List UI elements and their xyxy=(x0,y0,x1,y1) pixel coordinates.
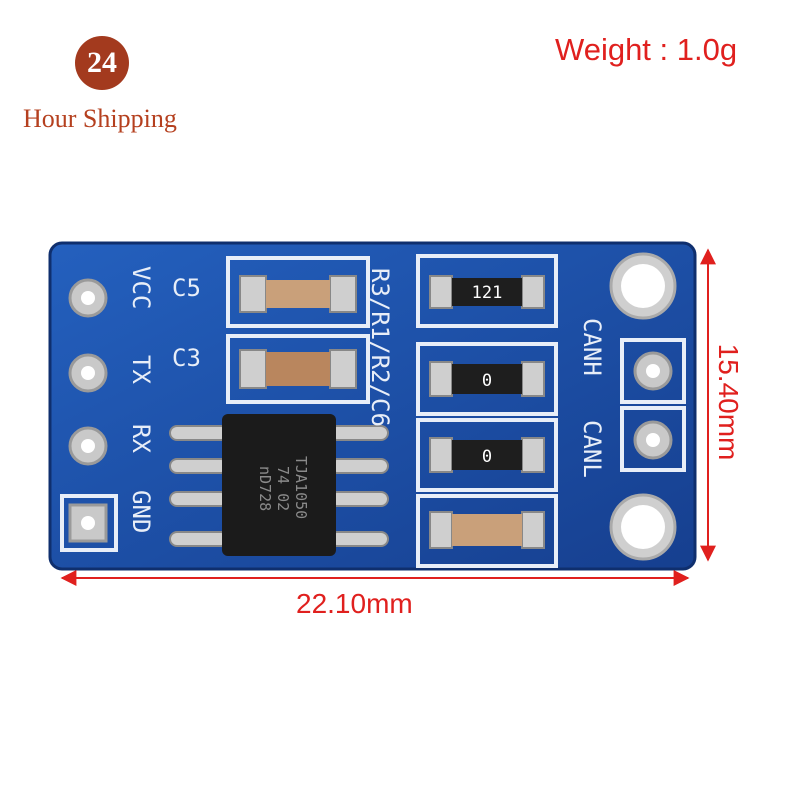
pin-label-canl: CANL xyxy=(578,420,606,478)
resistor-code-r1: 0 xyxy=(482,371,492,391)
resistor-code-r2: 0 xyxy=(482,447,492,467)
height-dimension: 15.40mm xyxy=(713,343,744,461)
resistor-r3 xyxy=(429,275,545,309)
chip-marking-line-1: TJA1050 xyxy=(292,456,310,519)
capacitor-c5 xyxy=(239,275,357,313)
silkscreen-outlines xyxy=(60,254,686,568)
shipping-text: Hour Shipping xyxy=(23,104,177,133)
cap-label-c5: C5 xyxy=(172,274,201,302)
pin-label-gnd: GND xyxy=(127,490,155,533)
resistor-label: R3/R1/R2/C6 xyxy=(366,268,394,427)
chip-marking-line-2: 74 02 xyxy=(274,466,292,511)
pin-label-canh: CANH xyxy=(578,318,606,376)
capacitor-c3 xyxy=(239,349,357,389)
tja1050-chip xyxy=(222,414,336,556)
width-dimension: 22.10mm xyxy=(296,588,413,619)
header-pins-left xyxy=(68,278,108,543)
capacitor-c6 xyxy=(429,511,545,549)
pin-label-rx: RX xyxy=(127,424,155,453)
resistor-r2 xyxy=(429,437,545,473)
resistor-r1 xyxy=(429,361,545,397)
shipping-badge: 24 xyxy=(75,36,129,90)
badge-number: 24 xyxy=(87,46,117,79)
cap-label-c3: C3 xyxy=(172,344,201,372)
resistor-code-r3: 121 xyxy=(472,283,503,303)
pin-label-vcc: VCC xyxy=(127,266,155,309)
pin-label-tx: TX xyxy=(127,355,155,384)
chip-marking-line-3: nD728 xyxy=(256,466,274,511)
weight-label: Weight : 1.0g xyxy=(555,32,738,67)
header-pins-right xyxy=(609,252,677,561)
